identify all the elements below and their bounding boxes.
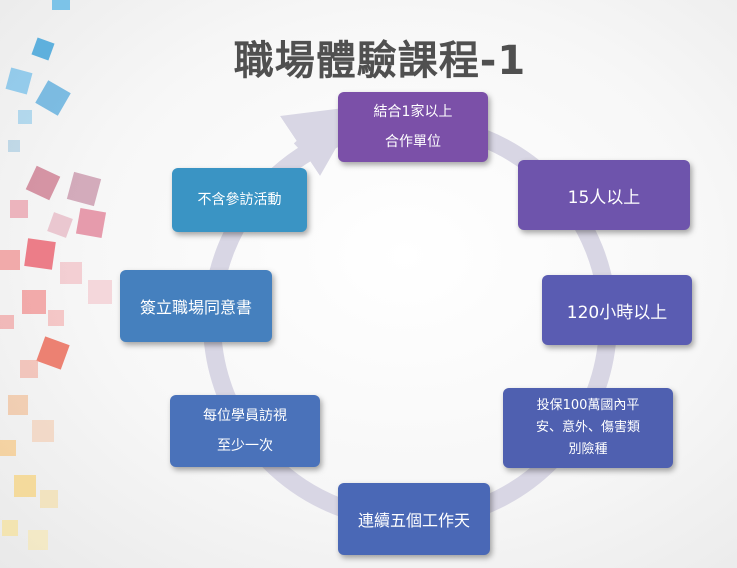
step-visits: 每位學員訪視 至少一次	[170, 395, 320, 467]
step-text-line: 每位學員訪視	[203, 408, 287, 424]
step-no-visits: 不含參訪活動	[172, 168, 307, 232]
step-hours: 120小時以上	[542, 275, 692, 345]
step-participants: 15人以上	[518, 160, 690, 230]
step-text-line: 120小時以上	[566, 302, 668, 323]
step-partner-units: 結合1家以上 合作單位	[338, 92, 488, 162]
page-title: 職場體驗課程-1	[233, 38, 527, 84]
step-text-line: 至少一次	[217, 438, 273, 454]
step-text-line: 結合1家以上	[373, 104, 453, 120]
step-text-line: 安、意外、傷害類	[535, 420, 640, 435]
step-text-line: 簽立職場同意書	[139, 298, 252, 317]
decorative-squares	[0, 0, 112, 550]
step-text-line: 投保100萬國內平	[536, 398, 640, 413]
step-workdays: 連續五個工作天	[338, 483, 490, 555]
step-text-line: 別險種	[568, 442, 608, 457]
step-insurance: 投保100萬國內平 安、意外、傷害類 別險種	[503, 388, 673, 468]
step-consent: 簽立職場同意書	[120, 270, 272, 342]
step-text-line: 合作單位	[385, 134, 441, 150]
step-text-line: 不含參訪活動	[197, 192, 282, 208]
step-text-line: 15人以上	[567, 187, 641, 208]
step-text-line: 連續五個工作天	[357, 511, 470, 530]
